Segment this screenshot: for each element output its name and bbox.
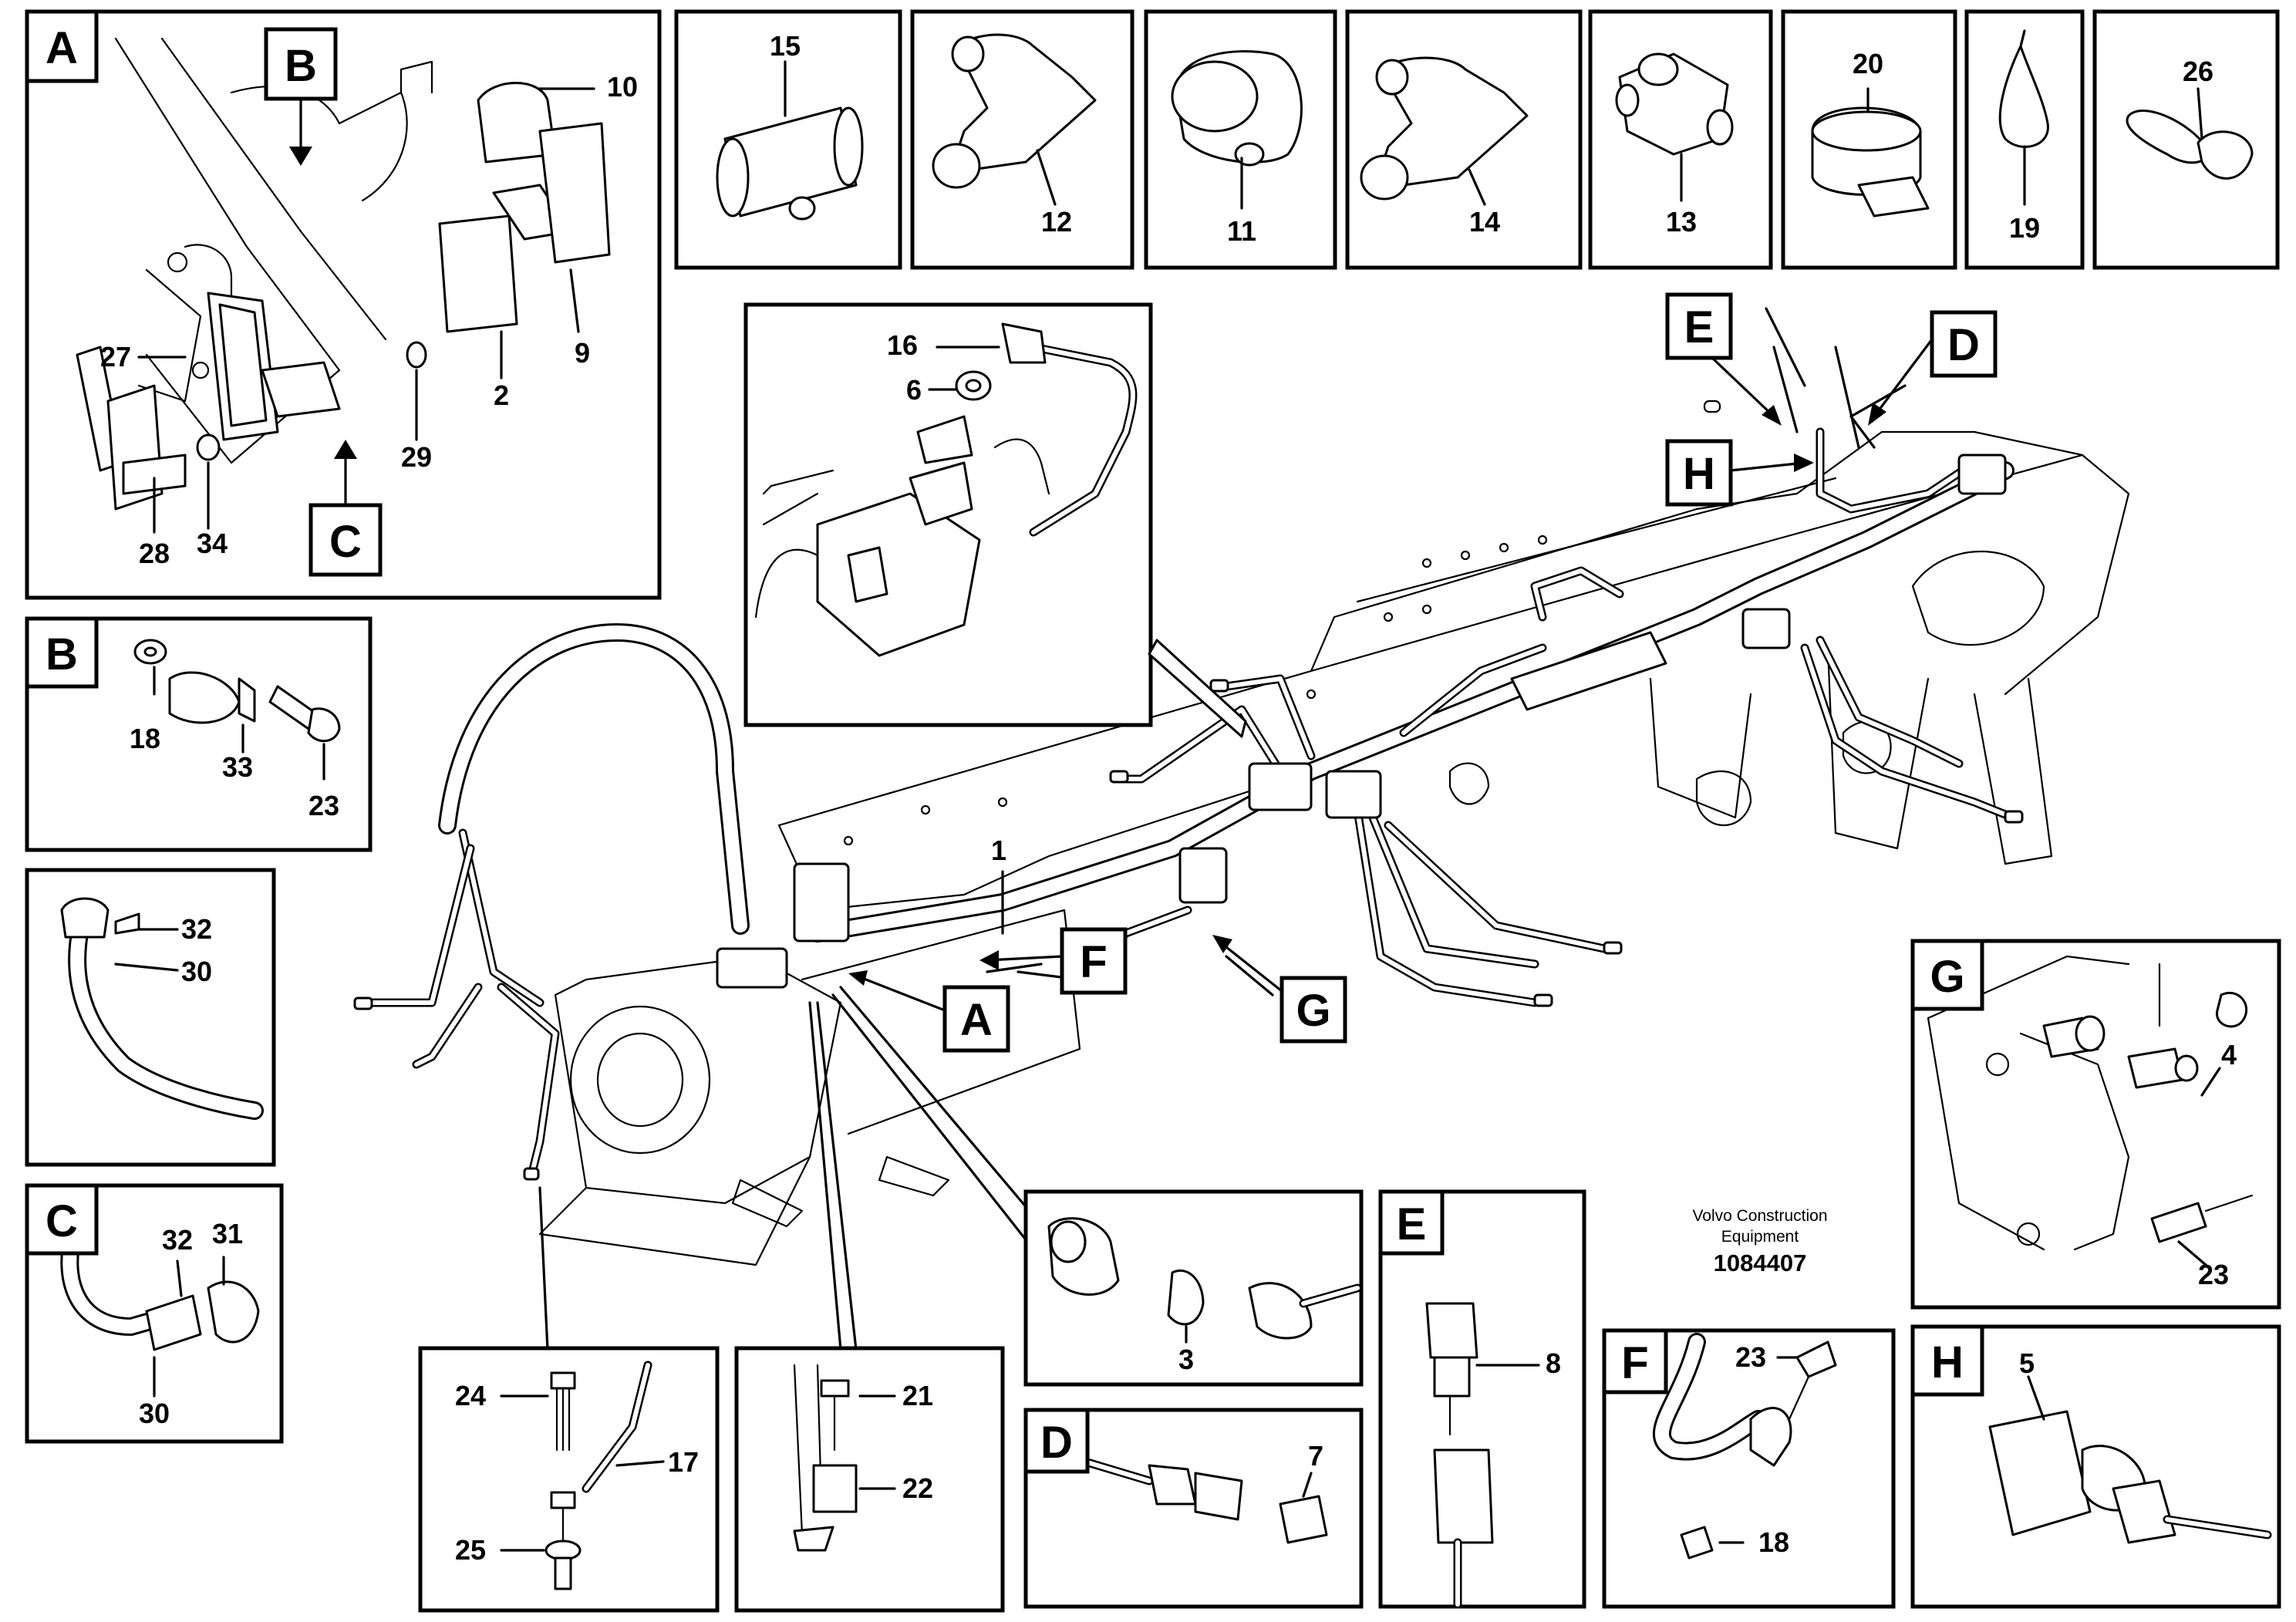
detail-hose-30: [25, 868, 276, 1167]
callout-20: 20: [1853, 48, 1883, 79]
svg-text:D: D: [1040, 1418, 1073, 1468]
callout-12: 12: [1041, 206, 1072, 238]
callout-23-g: 23: [2198, 1259, 2229, 1290]
publisher-line-2: Equipment: [1721, 1228, 1799, 1246]
svg-text:E: E: [1397, 1199, 1427, 1249]
tag-e-ref: E: [1665, 292, 1782, 426]
detail-connector-3: [1023, 1189, 1364, 1387]
callout-17: 17: [668, 1446, 699, 1478]
callout-30: 30: [181, 956, 212, 987]
tag-g-detail: G: [1910, 939, 1984, 1011]
svg-text:B: B: [46, 629, 78, 679]
tag-e-detail: E: [1378, 1189, 1445, 1256]
publisher-line-1: Volvo Construction: [1692, 1207, 1827, 1225]
callout-15: 15: [770, 30, 801, 62]
callout-2: 2: [494, 379, 509, 411]
tag-g-ref: G: [1212, 935, 1347, 1044]
detail-e: [1378, 1189, 1586, 1609]
callout-24: 24: [455, 1380, 486, 1411]
callout-5: 5: [2019, 1347, 2035, 1379]
svg-text:D: D: [1947, 320, 1980, 370]
detail-bolt-24: [418, 1346, 720, 1613]
callout-29: 29: [401, 441, 432, 473]
main-cable-harness: [353, 427, 2024, 1181]
tag-a-ref: A: [848, 970, 1010, 1053]
callout-23: 23: [308, 790, 339, 821]
svg-text:F: F: [1080, 937, 1107, 987]
callout-4: 4: [2221, 1039, 2237, 1071]
svg-text:E: E: [1684, 302, 1714, 352]
tag-a-detail: A: [25, 9, 99, 83]
tag-d-ref: D: [1868, 310, 1998, 426]
callout-32-c: 32: [162, 1224, 193, 1256]
detail-a-leaders: [137, 87, 595, 534]
tag-d-detail: D: [1023, 1408, 1090, 1474]
callout-21: 21: [902, 1380, 933, 1411]
svg-text:B: B: [285, 41, 317, 91]
detail-f: [1602, 1328, 1896, 1609]
callout-23-f: 23: [1735, 1341, 1766, 1373]
callout-31: 31: [212, 1218, 243, 1249]
callout-13: 13: [1666, 206, 1697, 238]
callout-32: 32: [181, 913, 212, 945]
callout-18: 18: [130, 723, 160, 754]
svg-text:H: H: [1683, 449, 1715, 499]
callout-8: 8: [1546, 1347, 1561, 1379]
callout-33: 33: [222, 751, 253, 783]
callout-numbers: 1 2 3 4 5 6 7 8 9 10 11 12 13 14 15 16 1…: [100, 30, 2237, 1566]
tag-f-detail: F: [1602, 1328, 1668, 1394]
part-15: [674, 9, 902, 270]
zoom-pointer: [1148, 639, 1247, 738]
callout-11: 11: [1227, 215, 1256, 247]
callout-34: 34: [197, 528, 228, 559]
callout-18-f: 18: [1758, 1526, 1789, 1558]
part-13: [1588, 9, 1773, 270]
tag-f-ref: F: [979, 927, 1128, 995]
svg-text:F: F: [1621, 1338, 1648, 1388]
part-12: [910, 9, 1135, 270]
part-26: [2092, 9, 2280, 270]
callout-6: 6: [906, 374, 922, 406]
callout-28: 28: [139, 538, 170, 569]
callout-26: 26: [2183, 56, 2213, 87]
svg-text:H: H: [1931, 1337, 1964, 1388]
tag-h-ref: H: [1665, 439, 1814, 507]
callout-3: 3: [1178, 1344, 1194, 1375]
publisher-label: Volvo Construction Equipment 1084407: [1692, 1207, 1827, 1276]
part-11: [1144, 9, 1337, 270]
callout-25: 25: [455, 1534, 486, 1566]
part-20: [1781, 9, 1957, 270]
callout-1: 1: [991, 835, 1006, 866]
main-assembly: [353, 307, 2130, 1351]
callout-19: 19: [2009, 212, 2040, 244]
part-14: [1345, 9, 1583, 270]
part-19: [1964, 9, 2085, 270]
svg-text:C: C: [46, 1196, 78, 1246]
callout-14: 14: [1469, 206, 1500, 238]
detail-valve-zoom: [743, 302, 1153, 727]
svg-text:C: C: [329, 517, 362, 567]
callout-30-c: 30: [139, 1398, 170, 1429]
callout-10: 10: [607, 71, 638, 103]
svg-text:G: G: [1296, 986, 1330, 1036]
svg-text:G: G: [1930, 952, 1964, 1002]
svg-text:A: A: [46, 23, 78, 73]
main-leaders: [538, 307, 1907, 1351]
callout-27: 27: [100, 341, 131, 373]
detail-a: [25, 9, 662, 600]
document-number: 1084407: [1714, 1249, 1807, 1276]
detail-bolt-21: [734, 1346, 1005, 1613]
svg-text:A: A: [960, 995, 993, 1045]
callout-7: 7: [1308, 1440, 1323, 1472]
callout-22: 22: [902, 1472, 933, 1504]
tag-b-ref: B: [264, 27, 338, 166]
callout-16: 16: [887, 329, 918, 361]
tag-c-ref: C: [308, 440, 383, 577]
tag-h-detail: H: [1910, 1324, 1984, 1397]
detail-d: [1023, 1408, 1364, 1609]
callout-9: 9: [575, 337, 590, 369]
tag-b-detail: B: [25, 616, 99, 689]
tag-c-detail: C: [25, 1183, 99, 1256]
